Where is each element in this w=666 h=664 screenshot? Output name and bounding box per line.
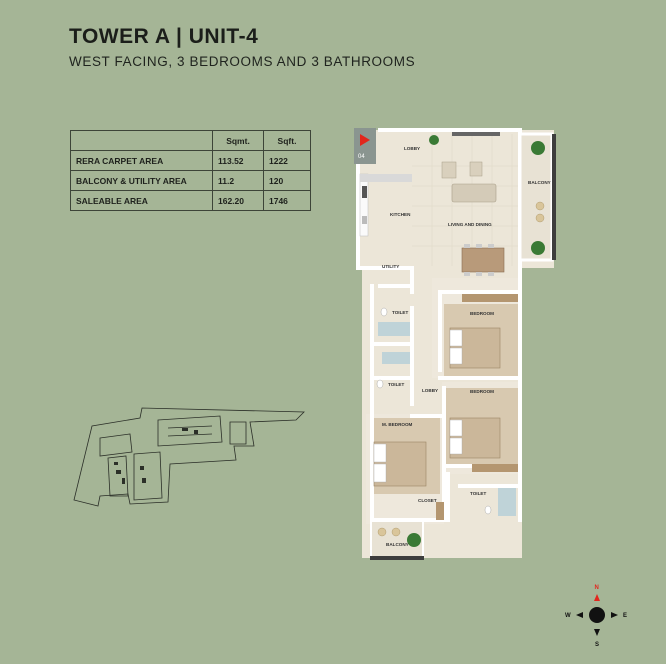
table-row: RERA CARPET AREA 113.52 1222 (70, 150, 311, 171)
room-label-bedroom-2: BEDROOM (470, 389, 494, 394)
page-title: TOWER A | UNIT-4 (69, 25, 259, 48)
table-header-sqmt: Sqmt. (212, 130, 264, 151)
compass-west-arrow-icon (576, 612, 583, 618)
compass-center-icon (589, 607, 605, 623)
row-label: SALEABLE AREA (70, 190, 213, 211)
page-subtitle: WEST FACING, 3 BEDROOMS AND 3 BATHROOMS (69, 54, 416, 69)
room-label-toilet-2: TOILET (388, 382, 404, 387)
room-label-balcony-bottom: BALCONY (386, 542, 409, 547)
row-label: RERA CARPET AREA (70, 150, 213, 171)
dining-table (461, 244, 505, 276)
balcony-chairs (377, 201, 545, 537)
compass-e-label: E (623, 613, 627, 619)
bed-bedroom-2 (449, 417, 501, 459)
bed-bedroom-1 (449, 327, 501, 369)
entry-arrow-icon (360, 134, 370, 146)
kitchen-counter (359, 173, 412, 237)
row-sqft: 1222 (263, 150, 311, 171)
room-label-closet: CLOSET (418, 498, 437, 503)
sofa-set (441, 161, 497, 203)
table-row: SALEABLE AREA 162.20 1746 (70, 190, 311, 211)
compass-s-label: S (595, 642, 599, 648)
room-label-balcony-right: BALCONY (528, 180, 551, 185)
row-sqmt: 162.20 (212, 190, 264, 211)
compass-east-arrow-icon (611, 612, 618, 618)
row-sqmt: 113.52 (212, 150, 264, 171)
plant-icon (407, 135, 545, 547)
room-label-living-dining: LIVING AND DINING (448, 222, 492, 227)
wardrobes (436, 294, 518, 520)
key-plan (73, 407, 305, 507)
row-sqft: 1746 (263, 190, 311, 211)
room-label-lobby-mid: LOBBY (422, 388, 438, 393)
floor-plan: 04 (354, 128, 556, 560)
row-sqmt: 11.2 (212, 170, 264, 191)
table-header-label (70, 130, 213, 151)
row-label: BALCONY & UTILITY AREA (70, 170, 213, 191)
key-plan-unit-highlight (114, 428, 198, 484)
room-label-lobby-top: LOBBY (404, 146, 420, 151)
room-label-utility: UTILITY (382, 264, 399, 269)
room-label-kitchen: KITCHEN (390, 212, 411, 217)
room-label-toilet-1: TOILET (392, 310, 408, 315)
row-sqft: 120 (263, 170, 311, 191)
unit-marker-label: 04 (358, 154, 365, 160)
room-label-bedroom-1: BEDROOM (470, 311, 494, 316)
area-table: Sqmt. Sqft. RERA CARPET AREA 113.52 1222… (70, 130, 311, 211)
table-header-sqft: Sqft. (263, 130, 311, 151)
compass-n-label: N (595, 585, 599, 591)
table-header-row: Sqmt. Sqft. (70, 130, 311, 151)
unit-marker-box (354, 128, 376, 164)
compass: N S E W (565, 585, 627, 648)
bathroom-fixtures (376, 307, 516, 516)
compass-w-label: W (565, 613, 571, 619)
room-label-master-bedroom: M. BEDROOM (382, 422, 413, 427)
compass-south-arrow-icon (594, 629, 600, 636)
room-label-toilet-3: TOILET (470, 491, 486, 496)
tv-unit (452, 132, 500, 136)
balcony-bottom-railing (370, 556, 424, 560)
bed-master-bedroom (373, 441, 427, 487)
walls (356, 128, 522, 560)
table-row: BALCONY & UTILITY AREA 11.2 120 (70, 170, 311, 191)
balcony-right-area (518, 132, 556, 262)
key-plan-outline (73, 407, 305, 507)
compass-north-arrow-icon (594, 594, 600, 601)
